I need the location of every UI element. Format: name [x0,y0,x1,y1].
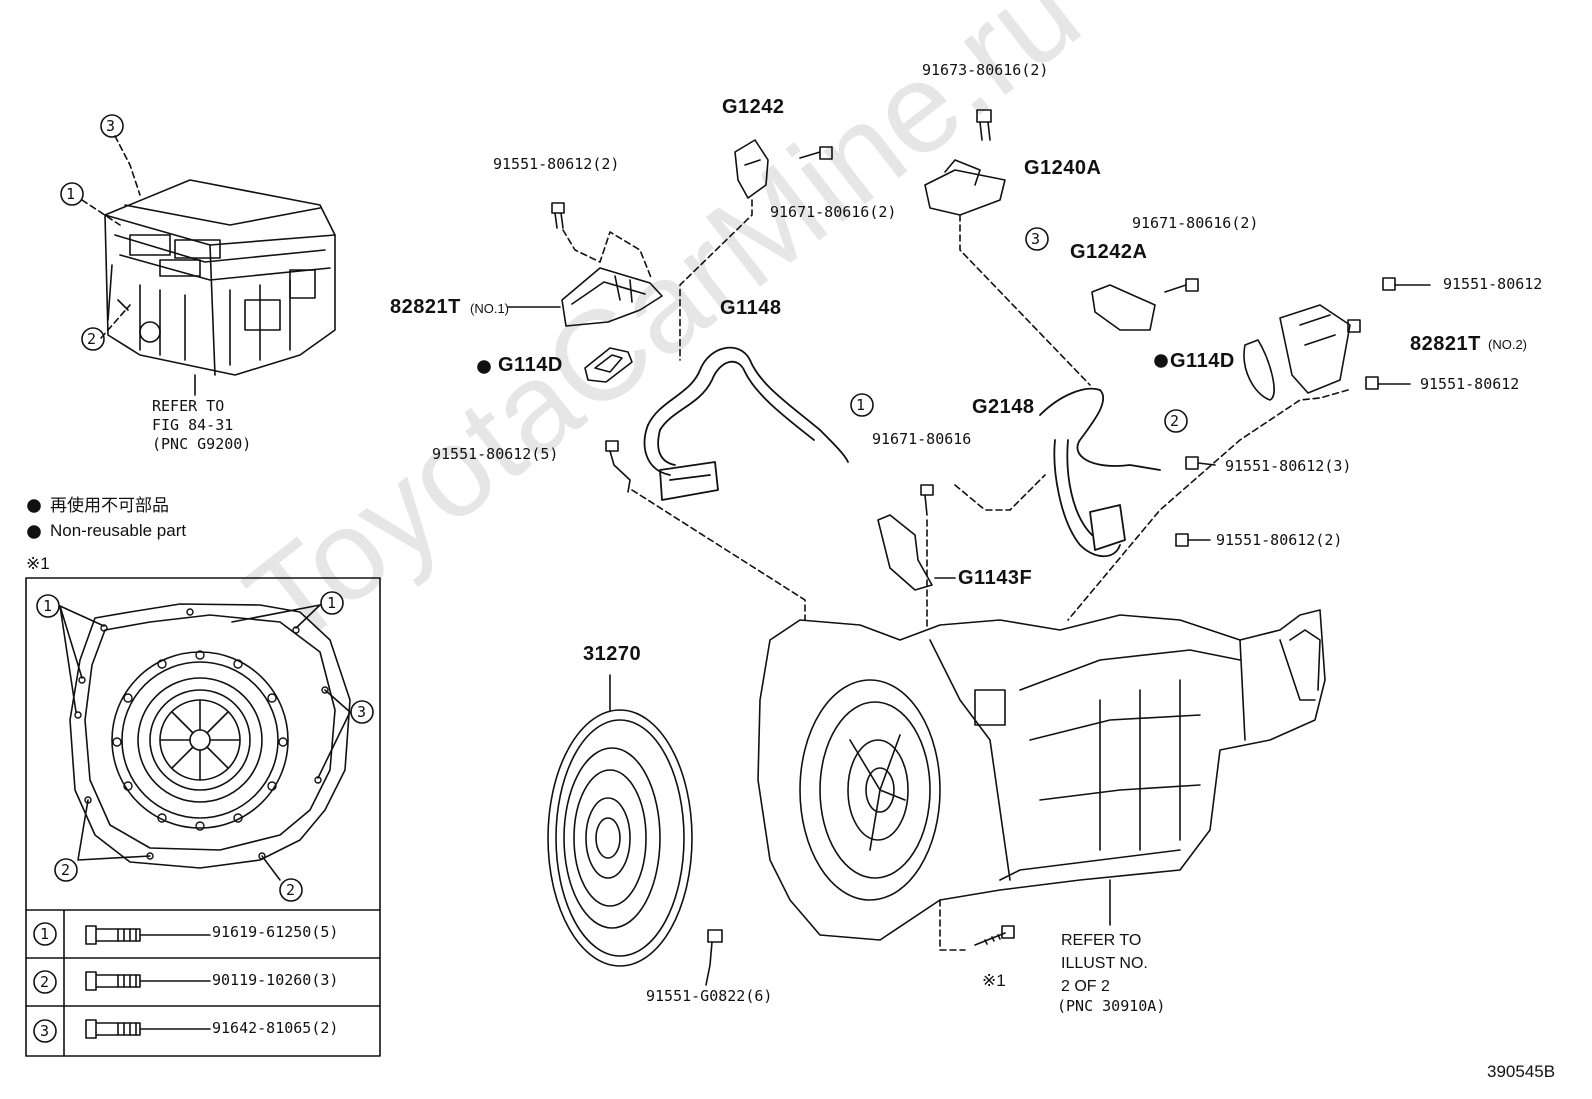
inverter-leaders [81,135,141,339]
leader-g1240a [959,214,1091,386]
inset-table-grid [25,909,381,1057]
inverter-reference: REFER TO FIG 84-31 (PNC G9200) [152,397,251,454]
callout-3-inverter: 3 [106,117,116,135]
bolt-91671-single [920,484,934,516]
inset-callouts [36,591,374,902]
bolt-91551-r2 [1365,376,1411,390]
seal-g114d-left [584,347,633,383]
leader-82821t-no1 [562,229,653,281]
bolt-91551-5 [605,440,631,493]
part-g114d-right: G114D [1170,350,1235,372]
leader-g1148 [631,489,806,621]
bolt-mark1 [974,925,1015,946]
bolt-91551-top [551,202,565,229]
inset-frame [25,577,381,1057]
nonreusable-dot-right [1154,354,1168,368]
table-row-3-no: 3 [40,1022,50,1040]
inset-callout-1b: 1 [327,594,337,612]
harness-g1148 [643,346,849,501]
part-91551-80612-3: 91551-80612(3) [1225,457,1352,475]
transmission-ref-line-1: REFER TO [1061,932,1142,949]
legend-dot-jp [27,499,41,513]
callout-1-harness: 1 [856,396,866,414]
mark-1-bolt: ※1 [982,971,1006,990]
part-g114d-left: G114D [498,354,563,376]
part-91673-80616: 91673-80616(2) [922,61,1049,79]
transmission-assembly [757,609,1326,941]
part-91551-80612-5: 91551-80612(5) [432,445,559,463]
part-g1148: G1148 [720,297,782,319]
part-82821t-no1: 82821T [390,296,461,318]
part-91551-80612-r2: 91551-80612 [1420,375,1520,393]
table-row-3-part: 91642-81065(2) [212,1019,339,1037]
part-g1143f: G1143F [958,567,1033,589]
inset-housing [59,603,351,881]
part-82821t-no2-suffix: (NO.2) [1488,337,1527,352]
table-row-2-part: 90119-10260(3) [212,971,339,989]
transmission-ref-line-2: ILLUST NO. [1061,955,1148,972]
bolt-91551-r1 [1382,277,1431,291]
bracket-82821t-no1 [507,267,663,327]
inverter-illustration [104,179,336,376]
leader-right-group [1067,389,1349,621]
figure-code: 390545B [1487,1062,1556,1081]
inverter-ref-line-2: FIG 84-31 [152,416,234,434]
part-91671-80616-2b: 91671-80616(2) [1132,214,1259,232]
transmission-ref-pnc: (PNC 30910A) [1057,997,1166,1015]
bracket-g1242 [734,139,769,199]
callout-1-inverter: 1 [66,185,76,203]
part-91671-80616-2a: 91671-80616(2) [770,203,897,221]
bolt-91673 [976,109,992,141]
table-row-2-no: 2 [40,973,50,991]
bolt-91671-g1242a [1164,278,1199,293]
table-row-1-part: 91619-61250(5) [212,923,339,941]
bracket-g1242a [1091,284,1156,331]
leader-g2148 [954,474,1046,511]
legend-jp: 再使用不可部品 [50,496,169,515]
inset-callout-1a: 1 [43,597,53,615]
callout-circles [60,114,1188,433]
inset-mark: ※1 [26,554,50,573]
part-82821t-no2: 82821T [1410,333,1481,355]
part-91671-80616: 91671-80616 [872,430,972,448]
callout-2-inverter: 2 [87,330,97,348]
inset-callout-3: 3 [357,703,367,721]
nonreusable-dot-left [477,360,491,374]
bolt-91551-g0822 [705,929,723,986]
bolt-91671-g1242 [799,146,833,160]
part-g1242a: G1242A [1070,241,1148,263]
part-31270: 31270 [583,643,642,665]
transmission-ref-line-3: 2 OF 2 [1061,978,1110,995]
part-91551-g0822: 91551-G0822(6) [646,987,773,1005]
transmission-reference: REFER TO ILLUST NO. 2 OF 2 [1061,929,1148,998]
bolt-91551-2b [1175,533,1211,547]
bracket-82821t-no2 [1279,304,1361,394]
inverter-ref-line-1: REFER TO [152,397,225,415]
part-91551-80612-r1: 91551-80612 [1443,275,1543,293]
inset-bolts [85,925,211,1039]
callout-3-bracket: 3 [1031,230,1041,248]
inverter-ref-line-3: (PNC G9200) [152,435,252,453]
bracket-g1240a [924,159,1006,216]
leader-g1242 [679,199,753,361]
legend-dot-en [27,525,41,539]
part-82821t-no1-suffix: (NO.1) [470,301,509,316]
part-91551-80612-2b: 91551-80612(2) [1216,531,1343,549]
legend-en: Non-reusable part [50,521,187,540]
inset-callout-2b: 2 [286,881,296,899]
bolt-91551-3 [1185,456,1216,470]
inset-callout-2a: 2 [61,861,71,879]
part-g1240a: G1240A [1024,157,1102,179]
leader-mark1 [939,899,966,951]
part-91551-80612-2a: 91551-80612(2) [493,155,620,173]
bracket-g1143f [877,514,933,591]
part-g2148: G2148 [972,396,1035,418]
part-g1242: G1242 [722,96,785,118]
harness-g2148 [1039,387,1161,558]
table-row-1-no: 1 [40,925,50,943]
callout-2-harness: 2 [1170,412,1180,430]
torque-converter-31270 [547,674,693,967]
seal-g114d-right [1243,339,1275,401]
